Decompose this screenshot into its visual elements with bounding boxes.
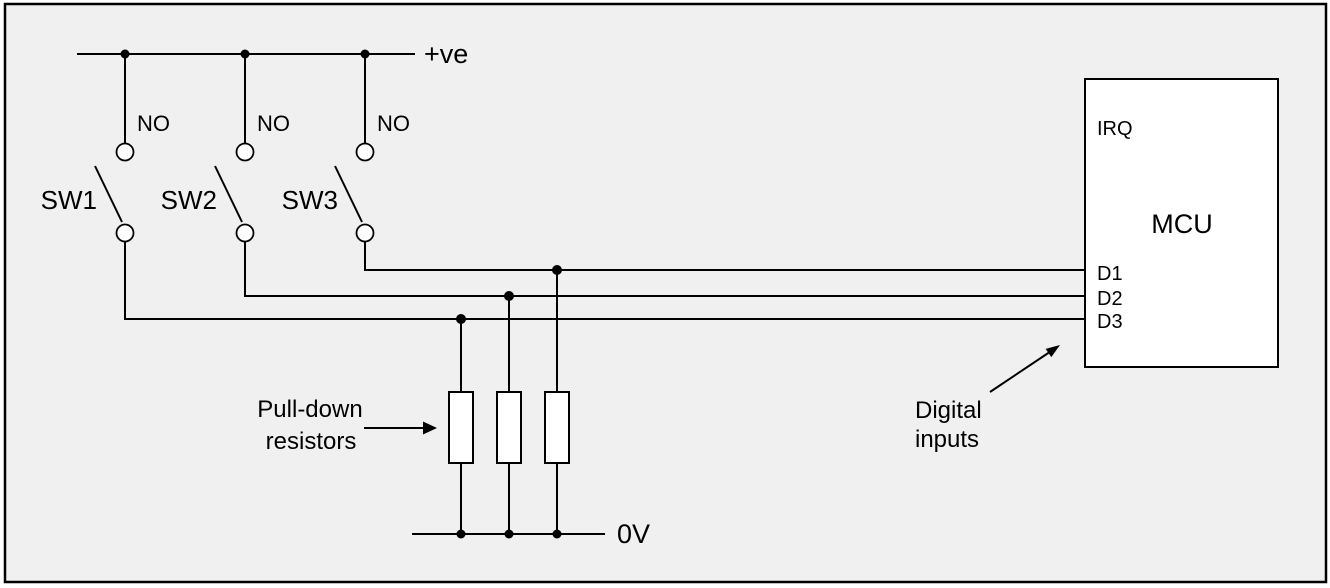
switch-sw1: NO SW1 [41,54,170,243]
resistor [496,391,522,464]
pull-down-label-line1: Pull-down [257,396,362,423]
mcu-box [1084,78,1279,368]
resistor [448,391,474,464]
pull-down-label-line2: resistors [266,428,357,455]
switch-terminal-top [115,142,135,162]
pull-down-branch-1 [448,314,474,534]
switch-terminal-top [235,142,255,162]
mcu-block: IRQ MCU D1 D2 D3 [1084,78,1279,368]
mcu-title: MCU [1151,209,1213,239]
switch-sw2-label: SW2 [161,185,217,215]
switch-terminal-top [355,142,375,162]
pin-d2-label: D2 [1097,288,1123,310]
ground-rail: 0V [412,519,650,549]
switch-sw3: NO SW3 [282,54,410,243]
wire-sw2-to-d2 [244,241,1085,297]
switch-sw2: NO SW2 [161,54,290,243]
switch-sw3-label: SW3 [282,185,338,215]
pull-down-annotation: Pull-down resistors [257,396,437,455]
switch-blade [214,165,243,223]
pull-down-branch-3 [544,265,570,534]
no-contact-label: NO [377,111,410,136]
positive-rail-label: +ve [424,39,468,69]
junction-dot [456,529,466,539]
digital-inputs-annotation: Digital inputs [915,345,1060,453]
irq-pin-label: IRQ [1097,118,1133,140]
pull-down-branch-2 [496,291,522,534]
switch-sw1-label: SW1 [41,185,97,215]
no-contact-label: NO [257,111,290,136]
pin-d3-label: D3 [1097,311,1123,333]
switch-terminal-bottom [235,223,255,243]
no-contact-label: NO [137,111,170,136]
ground-rail-label: 0V [617,519,650,549]
pull-down-arrowhead-icon [423,421,437,435]
digital-inputs-arrow [989,351,1050,393]
digital-inputs-arrowhead-icon [1045,345,1060,358]
resistor [544,391,570,464]
wire-sw3-to-d1 [364,241,1085,271]
wire-sw1-to-d3 [124,241,1085,320]
junction-dot [552,529,562,539]
switch-blade [94,165,123,223]
switch-terminal-bottom [115,223,135,243]
positive-rail: +ve [77,39,468,69]
pin-d1-label: D1 [1097,263,1123,285]
digital-inputs-label-line2: inputs [915,426,979,453]
switch-blade [334,165,363,223]
junction-dot [504,529,514,539]
switch-terminal-bottom [355,223,375,243]
digital-inputs-label-line1: Digital [915,397,982,424]
